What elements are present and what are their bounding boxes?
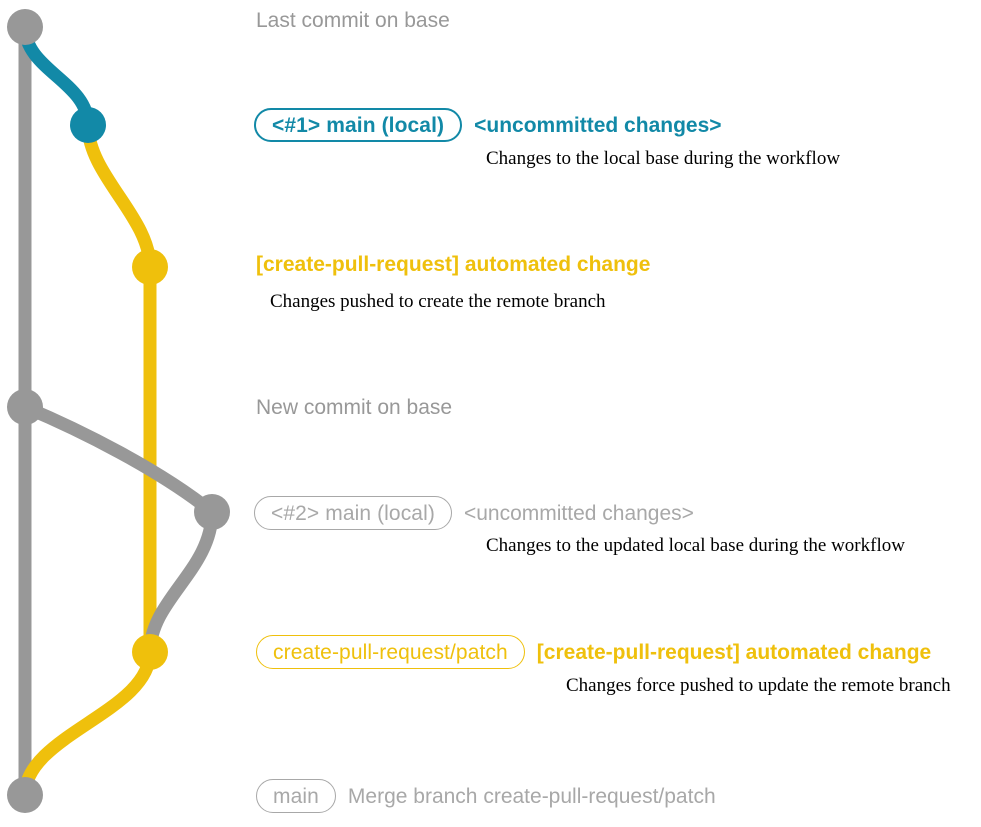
- commit-row-local-2: <#2> main (local) <uncommitted changes>: [254, 496, 694, 530]
- commit-node-base-last[interactable]: [7, 9, 43, 45]
- commit-note-local-2: Changes to the updated local base during…: [486, 535, 905, 556]
- commit-node-local-1[interactable]: [70, 107, 106, 143]
- commit-row-base-last: Last commit on base: [256, 10, 450, 31]
- commit-note-local-1: Changes to the local base during the wor…: [486, 148, 841, 169]
- commit-node-local-2[interactable]: [194, 494, 230, 530]
- commit-row-remote-1: [create-pull-request] automated change: [256, 254, 650, 275]
- commit-node-remote-1[interactable]: [132, 249, 168, 285]
- ref-badge-create-pull-request-patch[interactable]: create-pull-request/patch: [256, 635, 525, 669]
- commit-subject-local-1: <uncommitted changes>: [474, 113, 722, 137]
- commit-subject-base-last: Last commit on base: [256, 9, 450, 32]
- commit-row-base-new: New commit on base: [256, 397, 452, 418]
- commit-note-remote-1: Changes pushed to create the remote bran…: [270, 291, 606, 312]
- ref-badge-main-local-1[interactable]: <#1> main (local): [254, 108, 463, 142]
- commit-row-merge: main Merge branch create-pull-request/pa…: [256, 779, 716, 813]
- commit-node-remote-2[interactable]: [132, 634, 168, 670]
- commit-subject-merge: Merge branch create-pull-request/patch: [347, 784, 716, 808]
- graph-edge-local-1-to-remote-1: [81, 118, 157, 274]
- graph-edge-local-2-to-remote-2: [143, 505, 219, 659]
- graph-edge-remote-2-to-merge: [18, 645, 157, 802]
- commit-row-local-1: <#1> main (local) <uncommitted changes>: [254, 108, 722, 142]
- graph-edge-base-new-to-local-2: [18, 400, 219, 519]
- node-layer: [7, 9, 230, 813]
- ref-badge-main[interactable]: main: [256, 779, 336, 813]
- commit-node-base-new[interactable]: [7, 389, 43, 425]
- ref-badge-main-local-2[interactable]: <#2> main (local): [254, 496, 452, 530]
- commit-subject-base-new: New commit on base: [256, 396, 453, 419]
- commit-subject-remote-1: [create-pull-request] automated change: [256, 253, 651, 276]
- commit-subject-remote-2: [create-pull-request] automated change: [536, 640, 932, 664]
- commit-row-remote-2: create-pull-request/patch [create-pull-r…: [256, 635, 931, 669]
- commit-node-merge[interactable]: [7, 777, 43, 813]
- commit-note-remote-2: Changes force pushed to update the remot…: [566, 675, 951, 696]
- commit-subject-local-2: <uncommitted changes>: [463, 501, 694, 525]
- edge-layer: [18, 20, 219, 802]
